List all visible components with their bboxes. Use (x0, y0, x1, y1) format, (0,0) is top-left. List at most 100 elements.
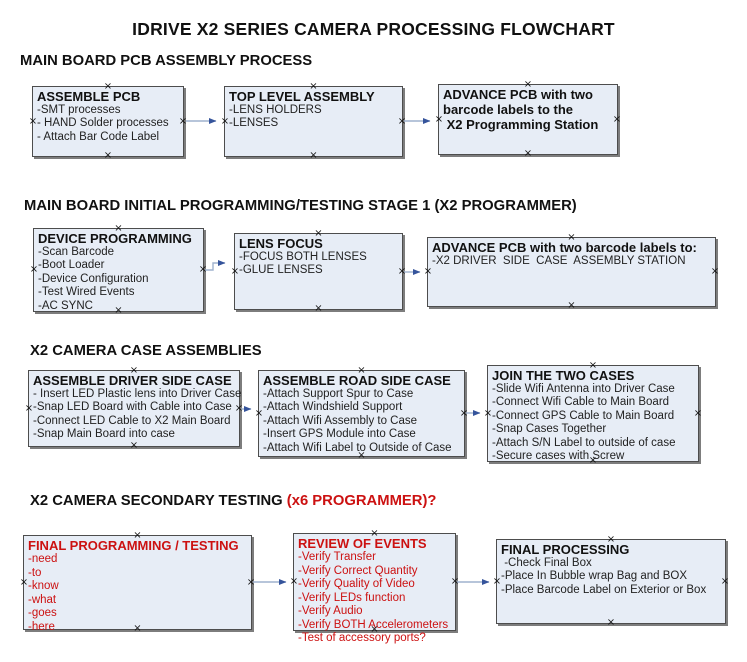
connection-handle-icon[interactable]: × (492, 575, 502, 587)
connection-handle-icon[interactable]: × (246, 576, 256, 588)
box-title: ADVANCE PCB with two barcode labels to: (432, 240, 697, 255)
box-title: DEVICE PROGRAMMING (38, 231, 192, 246)
box-title: JOIN THE TWO CASES (492, 368, 635, 383)
flowchart-box-final-processing[interactable]: FINAL PROCESSING -Check Final Box -Place… (492, 535, 730, 628)
connection-handle-icon[interactable]: × (103, 81, 113, 92)
box-line: -Connect GPS Cable to Main Board (492, 409, 675, 422)
connector-arrow-device-to-lensfocus[interactable] (205, 260, 226, 271)
flowchart-box-advance-pcb-station[interactable]: ADVANCE PCB with two barcode labels to t… (434, 80, 622, 159)
connection-handle-icon[interactable]: × (710, 266, 720, 277)
connection-handle-icon[interactable]: × (29, 264, 39, 275)
connection-handle-icon[interactable]: × (588, 360, 598, 371)
box-line: -Verify Audio (298, 605, 363, 617)
connection-handle-icon[interactable]: × (19, 576, 29, 588)
connection-handle-icon[interactable]: × (588, 455, 598, 466)
box-line: - Attach Bar Code Label (37, 130, 160, 143)
connection-handle-icon[interactable]: × (370, 528, 379, 539)
box-line: -LENS HOLDERS (229, 104, 322, 116)
connection-handle-icon[interactable]: × (397, 265, 407, 277)
flowchart-box-road-side-case[interactable]: ASSEMBLE ROAD SIDE CASE -Attach Support … (254, 366, 469, 461)
box-line: -X2 DRIVER SIDE CASE ASSEMBLY STATION (432, 255, 686, 267)
box-line: -Attach Wifi Label to Outside of Case (263, 441, 452, 454)
connection-handle-icon[interactable]: × (357, 365, 366, 376)
connection-handle-icon[interactable]: × (220, 115, 230, 127)
box-line: -Test of accessory ports? (298, 632, 426, 644)
connection-handle-icon[interactable]: × (314, 228, 323, 239)
connection-handle-icon[interactable]: × (198, 264, 208, 275)
section-header-case-assemblies: X2 CAMERA CASE ASSEMBLIES (30, 343, 262, 359)
flowchart-box-advance-pcb-driver[interactable]: ADVANCE PCB with two barcode labels to: … (423, 233, 720, 311)
box-line: -SMT processes (37, 104, 121, 116)
box-line: -Attach Wifi Assembly to Case (263, 414, 418, 427)
box-title: REVIEW OF EVENTS (298, 536, 427, 551)
connection-handle-icon[interactable]: × (103, 150, 113, 161)
box-title: FINAL PROGRAMMING / TESTING (28, 538, 239, 553)
connection-handle-icon[interactable]: × (254, 407, 264, 419)
connection-handle-icon[interactable]: × (28, 115, 38, 127)
connection-handle-icon[interactable]: × (24, 402, 34, 414)
connection-handle-icon[interactable]: × (606, 617, 616, 628)
box-line: -Verify Correct Quantity (298, 564, 418, 577)
box-line: -Scan Barcode (38, 246, 115, 258)
connection-handle-icon[interactable]: × (289, 576, 299, 587)
connection-handle-icon[interactable]: × (129, 440, 139, 451)
connection-handle-icon[interactable]: × (523, 148, 533, 159)
connection-handle-icon[interactable]: × (606, 534, 616, 545)
flowchart-box-driver-side-case[interactable]: ASSEMBLE DRIVER SIDE CASE - Insert LED P… (24, 366, 244, 451)
connection-handle-icon[interactable]: × (129, 365, 139, 376)
connection-handle-icon[interactable]: × (314, 303, 323, 314)
connection-handle-icon[interactable]: × (567, 232, 576, 243)
flowchart-box-review-events[interactable]: REVIEW OF EVENTS -Verify Transfer -Verif… (289, 529, 460, 645)
box-title: TOP LEVEL ASSEMBLY (229, 89, 375, 104)
box-line: -Connect LED Cable to X2 Main Board (33, 414, 231, 427)
flowchart-box-lens-focus[interactable]: LENS FOCUS -FOCUS BOTH LENSES -GLUE LENS… (230, 229, 407, 314)
connection-handle-icon[interactable]: × (450, 576, 460, 587)
section-header-pcb-assembly: MAIN BOARD PCB ASSEMBLY PROCESS (20, 53, 313, 69)
connection-handle-icon[interactable]: × (133, 530, 142, 541)
connection-handle-icon[interactable]: × (434, 113, 444, 125)
connection-handle-icon[interactable]: × (370, 624, 379, 635)
box-line: -Connect Wifi Cable to Main Board (492, 396, 670, 409)
box-line: -Attach Windshield Support (263, 401, 403, 414)
connection-handle-icon[interactable]: × (114, 305, 123, 316)
connection-handle-icon[interactable]: × (459, 407, 469, 419)
box-line: -GLUE LENSES (239, 264, 323, 277)
box-line: -AC SYNC (38, 299, 93, 312)
connection-handle-icon[interactable]: × (309, 150, 318, 161)
page-title: IDRIVE X2 SERIES CAMERA PROCESSING FLOWC… (132, 19, 615, 39)
box-line: -Slide Wifi Antenna into Driver Case (492, 383, 675, 395)
connection-handle-icon[interactable]: × (309, 81, 318, 92)
box-title: FINAL PROCESSING (501, 542, 630, 557)
box-line: -to (28, 566, 42, 579)
box-line: -Place In Bubble wrap Bag and BOX (501, 570, 688, 583)
connection-handle-icon[interactable]: × (397, 115, 407, 127)
section-header-initial-programming: MAIN BOARD INITIAL PROGRAMMING/TESTING S… (24, 198, 577, 214)
flowchart-box-final-programming[interactable]: FINAL PROGRAMMING / TESTING -need -to -k… (19, 531, 256, 634)
box-line: -goes (28, 607, 57, 619)
box-line: -Snap Main Board into case (33, 428, 175, 441)
connection-handle-icon[interactable]: × (230, 265, 240, 277)
box-line: -Attach Support Spur to Case (263, 388, 414, 400)
box-line: - HAND Solder processes (37, 117, 169, 130)
flowchart-box-join-cases[interactable]: JOIN THE TWO CASES -Slide Wifi Antenna i… (483, 361, 703, 466)
connection-handle-icon[interactable]: × (720, 575, 730, 587)
connection-handle-icon[interactable]: × (423, 266, 433, 277)
box-line: -Attach S/N Label to outside of case (492, 436, 676, 449)
connection-handle-icon[interactable]: × (234, 402, 244, 414)
connection-handle-icon[interactable]: × (483, 407, 493, 419)
flowchart-box-assemble-pcb[interactable]: ASSEMBLE PCB -SMT processes - HAND Solde… (28, 82, 188, 161)
connection-handle-icon[interactable]: × (612, 113, 622, 125)
flowchart-box-top-level-assembly[interactable]: TOP LEVEL ASSEMBLY -LENS HOLDERS -LENSES… (220, 82, 407, 161)
connection-handle-icon[interactable]: × (133, 623, 142, 634)
connection-handle-icon[interactable]: × (178, 115, 188, 127)
connection-handle-icon[interactable]: × (693, 407, 703, 419)
connection-handle-icon[interactable]: × (567, 300, 576, 311)
box-line: -Test Wired Events (38, 286, 135, 299)
connection-handle-icon[interactable]: × (114, 223, 123, 234)
box-title: LENS FOCUS (239, 236, 323, 251)
flowchart-box-device-programming[interactable]: DEVICE PROGRAMMING -Scan Barcode -Boot L… (29, 224, 208, 316)
box-line: -Verify Transfer (298, 551, 376, 563)
connection-handle-icon[interactable]: × (357, 450, 366, 461)
connection-handle-icon[interactable]: × (523, 79, 533, 90)
